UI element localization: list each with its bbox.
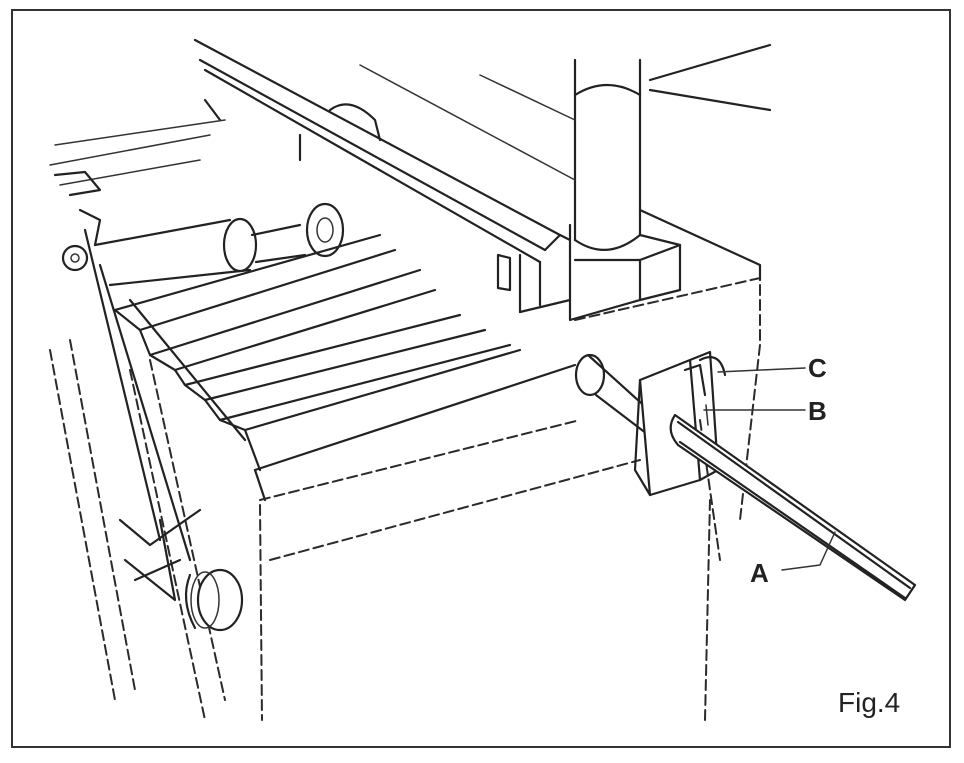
fence-rail [193, 38, 572, 314]
left-leg [49, 339, 226, 721]
bracket-assembly [574, 350, 917, 602]
callout-a: A [750, 558, 769, 588]
cabinet-top [259, 208, 762, 721]
grooved-table [113, 233, 577, 502]
machine-column [359, 43, 772, 251]
callout-c: C [808, 353, 827, 383]
roller [61, 202, 345, 287]
leader-lines [703, 367, 836, 571]
knob [184, 568, 244, 632]
cabinet-side [699, 344, 761, 721]
figure-label: Fig.4 [838, 687, 900, 718]
callout-b: B [808, 396, 827, 426]
leader-line-c [717, 367, 806, 373]
figure-frame [11, 9, 951, 748]
side-guides [49, 119, 226, 562]
leader-line-a [781, 531, 836, 571]
column-base [568, 223, 682, 322]
